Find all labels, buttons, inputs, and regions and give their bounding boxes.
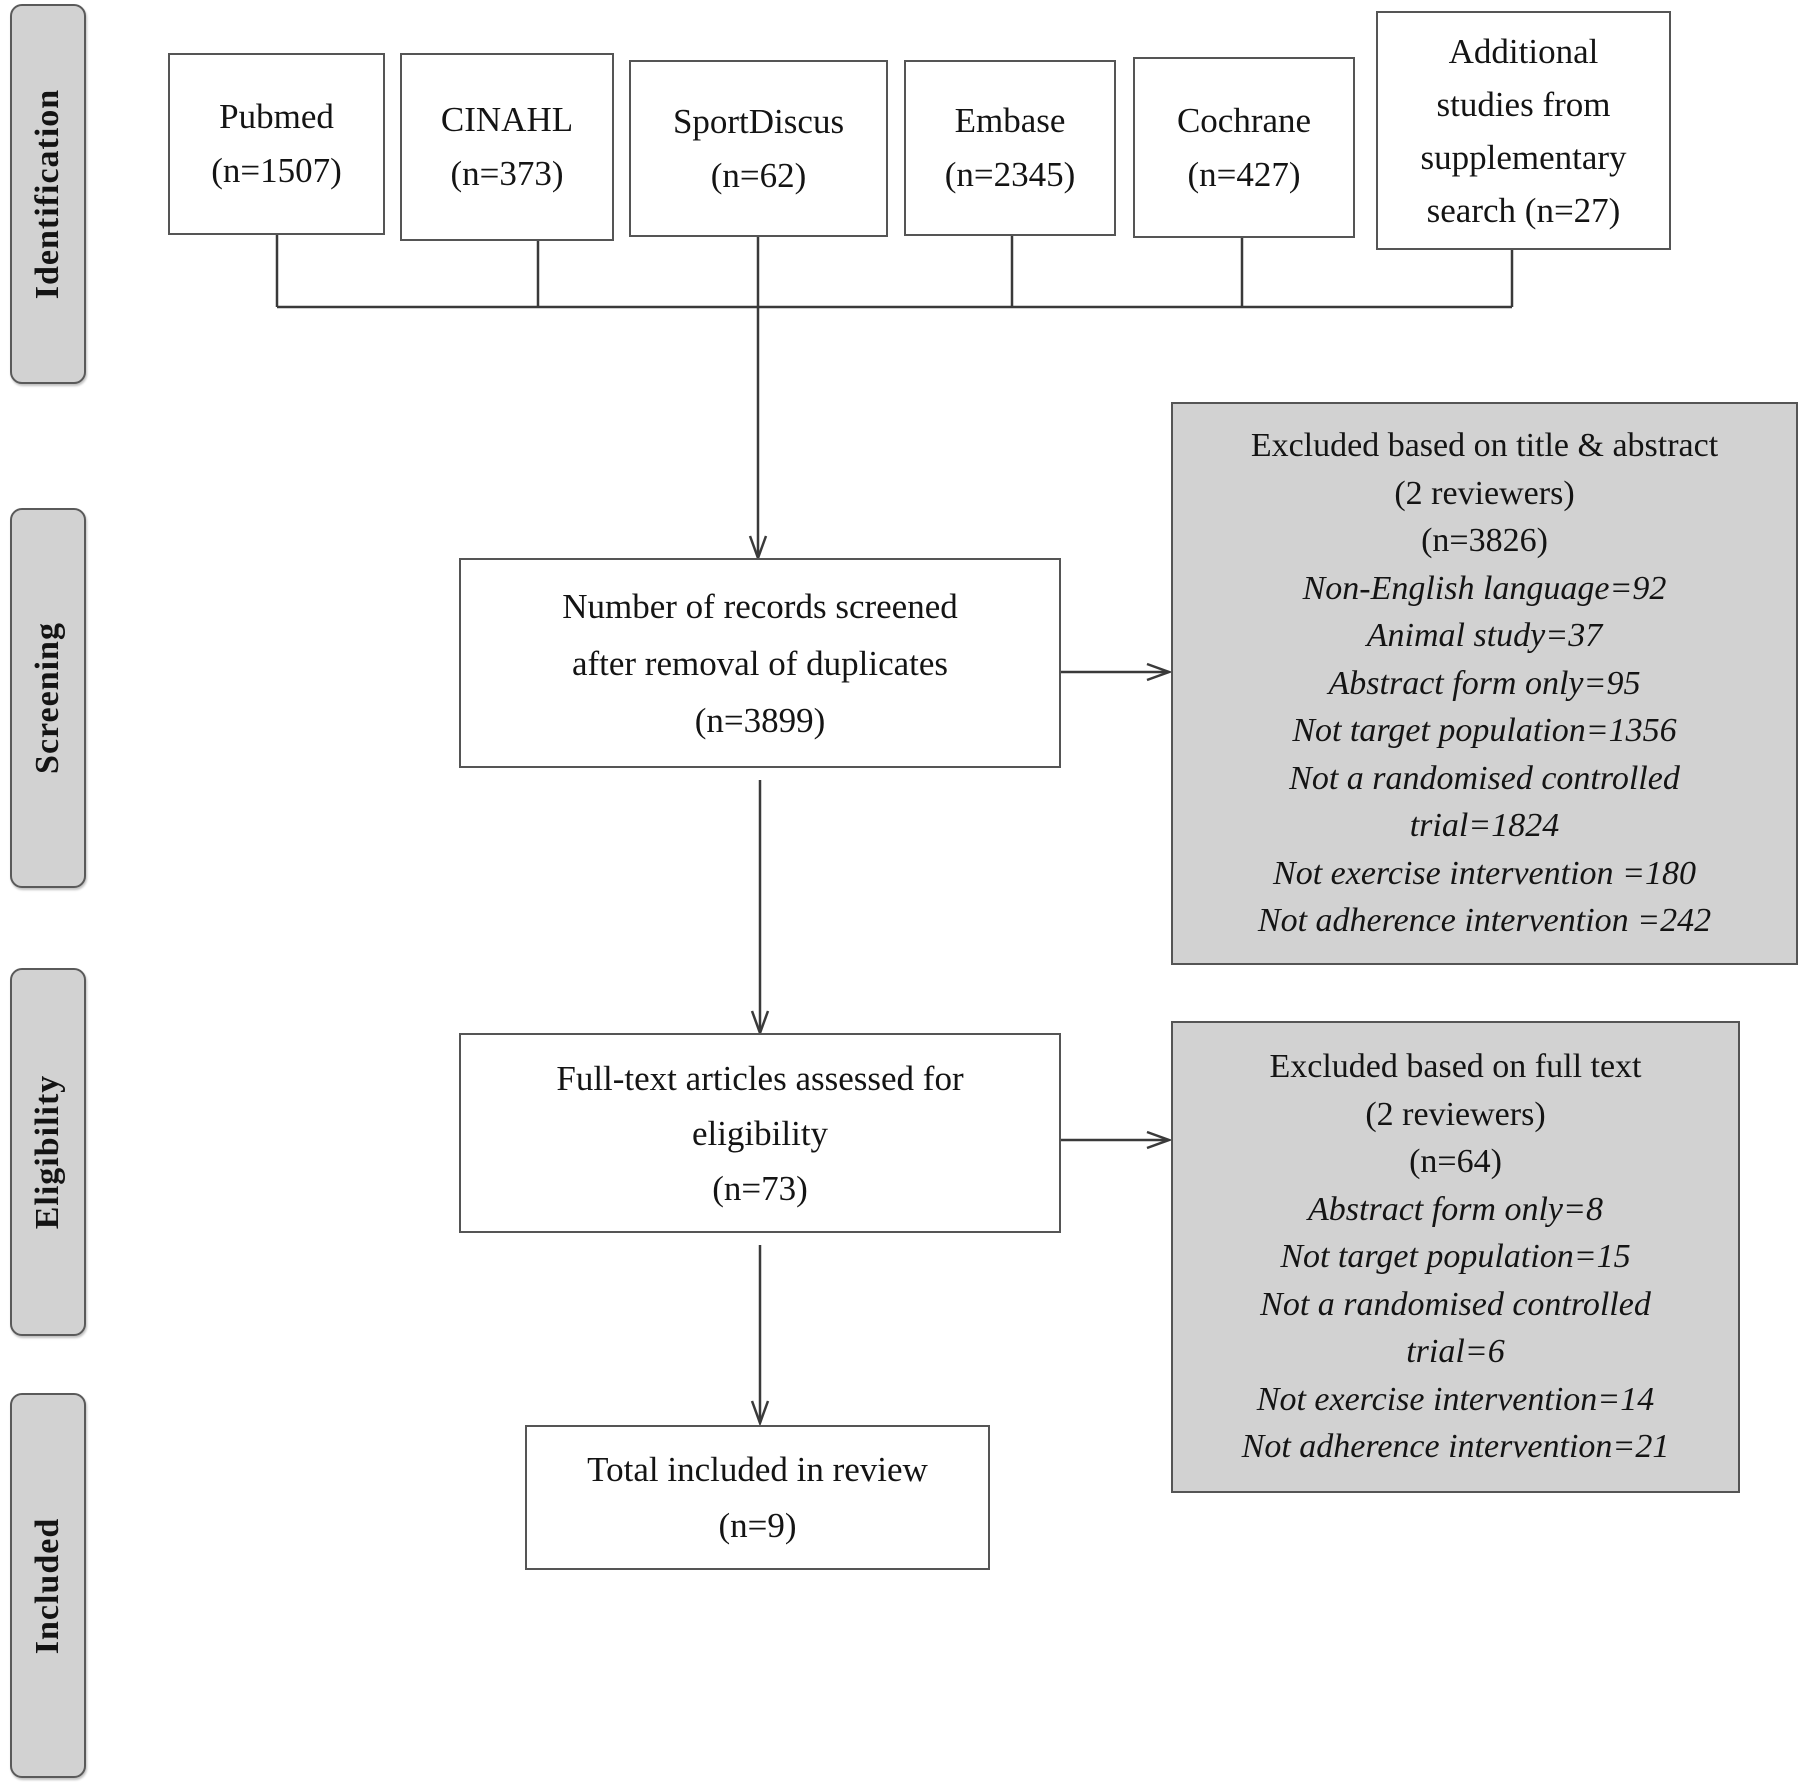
phase-included: Included bbox=[10, 1393, 86, 1778]
source-additional-line-4: search (n=27) bbox=[1426, 190, 1621, 230]
source-additional-line-1: Additional bbox=[1448, 31, 1599, 71]
excluded-title-reason: Animal study=37 bbox=[1366, 617, 1603, 655]
excluded-title-reason: Not exercise intervention =180 bbox=[1273, 854, 1696, 892]
phase-eligibility: Eligibility bbox=[10, 968, 86, 1336]
phase-eligibility-label: Eligibility bbox=[29, 1074, 66, 1230]
phase-included-label: Included bbox=[29, 1517, 66, 1654]
screened-line-1: Number of records screened bbox=[562, 586, 958, 626]
excluded-title-reason: Not a randomised controlled bbox=[1289, 759, 1680, 797]
screened-count: (n=3899) bbox=[694, 700, 826, 740]
excluded-fulltext-reason: Not a randomised controlled bbox=[1260, 1285, 1651, 1323]
source-cinahl-box: CINAHL (n=373) bbox=[400, 53, 614, 241]
excluded-title-reason: trial=1824 bbox=[1409, 807, 1560, 845]
screened-box: Number of records screened after removal… bbox=[459, 558, 1061, 768]
source-embase-count: (n=2345) bbox=[944, 155, 1076, 194]
excluded-title-reason: Abstract form only=95 bbox=[1328, 664, 1641, 702]
source-cochrane-box: Cochrane (n=427) bbox=[1133, 57, 1355, 238]
source-sportdiscus-count: (n=62) bbox=[710, 155, 807, 195]
source-additional-line-2: studies from bbox=[1436, 84, 1611, 124]
phase-screening: Screening bbox=[10, 508, 86, 888]
phase-identification-label: Identification bbox=[29, 88, 66, 300]
excluded-fulltext-box: Excluded based on full text (2 reviewers… bbox=[1171, 1021, 1740, 1493]
excluded-fulltext-reason: Not adherence intervention=21 bbox=[1241, 1428, 1670, 1466]
included-box: Total included in review (n=9) bbox=[525, 1425, 990, 1570]
source-pubmed-box: Pubmed (n=1507) bbox=[168, 53, 385, 235]
excluded-fulltext-reason: trial=6 bbox=[1406, 1333, 1505, 1371]
excluded-title-reason: Non-English language=92 bbox=[1302, 569, 1667, 607]
excluded-fulltext-header-2: (2 reviewers) bbox=[1365, 1095, 1546, 1133]
fulltext-assessed-box: Full-text articles assessed for eligibil… bbox=[459, 1033, 1061, 1233]
excluded-fulltext-reason: Abstract form only=8 bbox=[1308, 1190, 1603, 1228]
excluded-title-abstract-box: Excluded based on title & abstract (2 re… bbox=[1171, 402, 1798, 965]
excluded-fulltext-header-1: Excluded based on full text bbox=[1269, 1048, 1642, 1086]
source-pubmed-name: Pubmed bbox=[219, 97, 334, 136]
phase-identification: Identification bbox=[10, 4, 86, 384]
source-additional-box: Additional studies from supplementary se… bbox=[1376, 11, 1671, 250]
excluded-title-count: (n=3826) bbox=[1421, 522, 1548, 560]
fulltext-line-1: Full-text articles assessed for bbox=[556, 1058, 964, 1098]
source-pubmed-count: (n=1507) bbox=[211, 151, 342, 190]
fulltext-line-2: eligibility bbox=[691, 1113, 829, 1153]
excluded-title-header-1: Excluded based on title & abstract bbox=[1250, 427, 1719, 465]
excluded-title-header-2: (2 reviewers) bbox=[1394, 474, 1575, 512]
source-additional-line-3: supplementary bbox=[1420, 137, 1627, 177]
source-cinahl-count: (n=373) bbox=[450, 154, 564, 193]
source-embase-name: Embase bbox=[954, 101, 1066, 140]
excluded-title-reason: Not target population=1356 bbox=[1292, 712, 1677, 750]
source-sportdiscus-name: SportDiscus bbox=[672, 101, 845, 141]
screened-line-2: after removal of duplicates bbox=[571, 643, 949, 683]
included-count: (n=9) bbox=[718, 1505, 797, 1545]
excluded-fulltext-reason: Not exercise intervention=14 bbox=[1256, 1380, 1655, 1418]
excluded-fulltext-count: (n=64) bbox=[1409, 1143, 1502, 1181]
source-sportdiscus-box: SportDiscus (n=62) bbox=[629, 60, 888, 237]
fulltext-count: (n=73) bbox=[712, 1168, 808, 1208]
excluded-fulltext-reason: Not target population=15 bbox=[1280, 1238, 1631, 1276]
source-cochrane-name: Cochrane bbox=[1176, 100, 1312, 140]
source-cochrane-count: (n=427) bbox=[1187, 154, 1301, 194]
source-cinahl-name: CINAHL bbox=[440, 100, 574, 139]
source-embase-box: Embase (n=2345) bbox=[904, 60, 1116, 236]
excluded-title-reason: Not adherence intervention =242 bbox=[1257, 902, 1712, 940]
included-line-1: Total included in review bbox=[587, 1449, 928, 1489]
phase-screening-label: Screening bbox=[29, 622, 66, 774]
